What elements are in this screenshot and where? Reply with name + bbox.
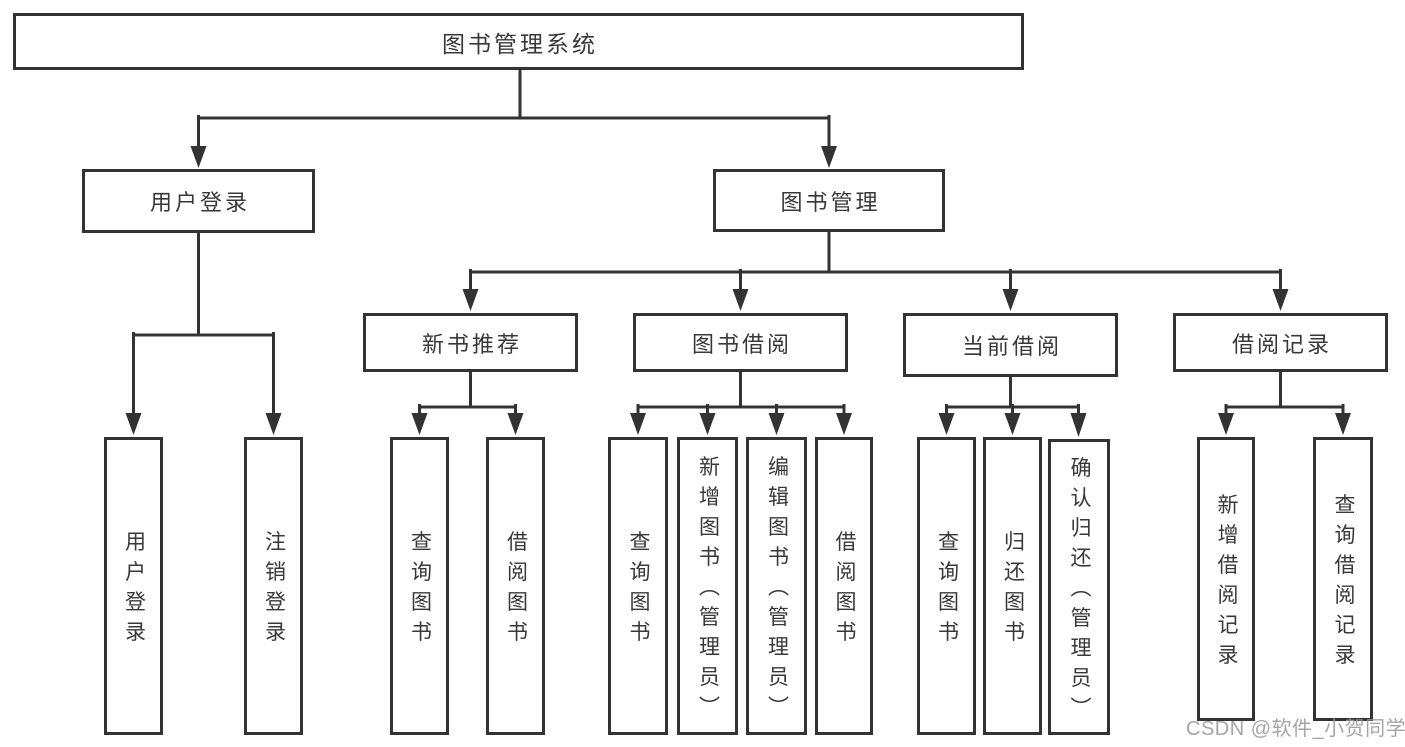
node-label: 图书借阅 [691,331,792,357]
node-label: 当前借阅 [961,334,1062,359]
connector-bookmgmt-to-level3 [469,230,1282,292]
arrowhead [507,413,524,435]
node-label: 用户登录 [149,190,250,215]
leaf-confirm-return-admin: 确认归还（管理员） [1048,439,1110,735]
arrowhead [768,413,785,435]
connector-root-to-level2 [197,68,831,149]
node-book-management-module: 图书管理 [713,169,945,232]
leaf-edit-book-admin: 编辑图书（管理员） [746,437,807,735]
arrowhead [462,289,479,311]
node-label: 查询图书 [408,530,432,651]
node-label: 借阅图书 [504,530,528,651]
arrowhead [1335,413,1351,435]
arrowhead [411,413,428,435]
node-label: 新增图书（管理员） [696,455,720,726]
leaf-query-books-recommend: 查询图书 [390,437,449,735]
leaf-borrow-books-recommend: 借阅图书 [486,437,545,735]
arrowhead [938,413,955,435]
node-user-login-module: 用户登录 [82,169,315,233]
arrowhead [1070,413,1087,437]
arrowhead [630,413,646,435]
node-current-borrowing: 当前借阅 [903,313,1118,377]
connector-records-to-leaves [1224,370,1345,416]
node-label: 图书管理系统 [442,30,598,57]
node-label: 新书推荐 [421,331,522,357]
arrowhead [190,146,207,168]
arrowhead [125,413,142,435]
connector-newbook-to-leaves [418,370,517,416]
node-label: 图书管理 [780,189,881,215]
leaf-logout: 注销登录 [244,437,303,735]
node-label: 归还图书 [1001,530,1025,651]
node-label: 注销登录 [262,530,286,651]
arrowhead [699,413,716,435]
leaf-user-login: 用户登录 [104,437,163,735]
leaf-return-book: 归还图书 [983,437,1042,735]
arrowhead [265,413,282,435]
node-label: 编辑图书（管理员） [765,455,789,726]
arrowhead [1004,413,1021,435]
connector-borrow-to-leaves [636,370,846,416]
node-label: 借阅图书 [833,530,856,651]
arrowhead [1218,413,1234,435]
arrowhead [836,413,852,435]
node-label: 新增借阅记录 [1215,493,1238,674]
connector-userlogin-to-leaves [132,231,275,416]
leaf-query-books-borrow: 查询图书 [608,437,668,735]
arrowhead [732,289,749,311]
node-label: 用户登录 [122,530,146,651]
leaf-query-borrow-record: 查询借阅记录 [1313,437,1373,721]
arrowhead [821,146,837,168]
node-label: 借阅记录 [1231,331,1332,357]
node-label: 查询图书 [935,530,959,651]
node-label: 查询图书 [627,530,650,651]
leaf-add-borrow-record: 新增借阅记录 [1197,437,1255,721]
leaf-add-book-admin: 新增图书（管理员） [677,437,738,735]
node-library-management-system: 图书管理系统 [13,13,1024,70]
node-borrowing-records: 借阅记录 [1173,313,1388,372]
node-book-borrowing: 图书借阅 [633,313,848,372]
node-label: 查询借阅记录 [1332,493,1355,674]
arrowhead [1002,289,1019,311]
node-new-book-recommendation: 新书推荐 [363,313,578,372]
connector-current-to-leaves [945,375,1080,416]
leaf-borrow-books: 借阅图书 [815,437,873,735]
leaf-query-books-current: 查询图书 [917,437,976,735]
node-label: 确认归还（管理员） [1068,456,1091,727]
arrowhead [1272,289,1289,311]
csdn-watermark: CSDN @软件_小贺同学 [1186,718,1405,740]
